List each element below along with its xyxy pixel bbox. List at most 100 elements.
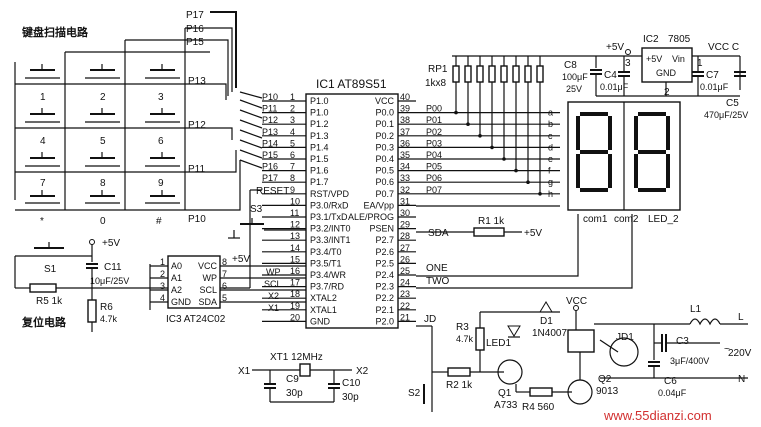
- ic1-pin-net: P13: [262, 127, 278, 137]
- c11-label: C11: [104, 262, 122, 273]
- col-label: P16: [186, 24, 204, 35]
- pin3-label: 3: [625, 58, 631, 69]
- r1-label: R1 1k: [478, 216, 505, 227]
- ic1-pin-name: P0.4: [375, 154, 394, 164]
- c6-value: 0.04μF: [658, 388, 687, 398]
- ic1-pin-net: P12: [262, 115, 278, 125]
- sda-net: SDA: [428, 228, 449, 239]
- ic2-pin-gnd: GND: [656, 68, 677, 78]
- ic1-pin-number: 4: [290, 127, 295, 137]
- digit-2: [634, 112, 670, 192]
- ac-section: L1 L C3 3μF/400V ~ 220V N C6 0.04μF: [600, 304, 752, 398]
- ic1-pin-number: 5: [290, 138, 295, 148]
- ic2-pin-plus5: +5V: [646, 54, 662, 64]
- com1-label: com1: [583, 214, 608, 225]
- ic1-pin-number: 29: [400, 220, 410, 230]
- ic3-pin-name: A1: [171, 273, 182, 283]
- ic1-pin-name: P2.7: [375, 235, 394, 245]
- vac-symbol: ~: [724, 344, 730, 355]
- ic3-pin-number: 3: [160, 281, 165, 291]
- key-label: 8: [100, 178, 106, 189]
- key-label: 2: [100, 92, 106, 103]
- key-4: 4: [25, 108, 60, 147]
- ic3-pin-number: 7: [222, 269, 227, 279]
- ic1-pin-name: P3.2/INT0: [310, 224, 351, 234]
- c9-label: C9: [286, 374, 299, 385]
- n-label: N: [738, 374, 745, 385]
- r4-label: R4 560: [522, 402, 555, 413]
- row-label: P13: [188, 76, 206, 87]
- ic3-pin-name: SCL: [199, 285, 217, 295]
- ic1-pin-name: P0.7: [375, 189, 394, 199]
- ic1-pin-name: P2.5: [375, 258, 394, 268]
- ic1-pin-name: P2.2: [375, 293, 394, 303]
- ic1-pin-name: P1.6: [310, 166, 329, 176]
- x1-label: X1: [238, 366, 251, 377]
- rp1-resistor: [524, 65, 532, 83]
- c11-value: 10μF/25V: [90, 276, 129, 286]
- ic3-pin-number: 4: [160, 293, 165, 303]
- ic1-pin-number: 39: [400, 104, 410, 114]
- ic1-pin-name: XTAL2: [310, 293, 337, 303]
- l1-label: L1: [690, 304, 702, 315]
- ic1-pin-name: P1.7: [310, 177, 329, 187]
- ic1-pin-name: VCC: [375, 96, 395, 106]
- c4-label: C4: [604, 70, 617, 81]
- keyboard-title: 键盘扫描电路: [21, 25, 89, 39]
- two-net: TWO: [426, 276, 450, 287]
- ic1-pin-number: 30: [400, 208, 410, 218]
- ic2-part: 7805: [668, 34, 691, 45]
- s3-switch: S3: [228, 204, 306, 239]
- ic1-pin-number: 31: [400, 196, 410, 206]
- c9-value: 30p: [286, 388, 303, 399]
- ic1-pin-net: P02: [426, 127, 442, 137]
- key-6: 6: [145, 108, 180, 147]
- ic1-pin-name: P1.2: [310, 119, 329, 129]
- col-label: P17: [186, 10, 204, 21]
- key-label: 6: [158, 136, 164, 147]
- ic1-pin-number: 17: [290, 278, 300, 288]
- c5-value: 470μF/25V: [704, 110, 748, 120]
- ic1-pin-net: P10: [262, 92, 278, 102]
- ic3-title: IC3 AT24C02: [166, 314, 226, 325]
- pin1-label: 1: [697, 58, 703, 69]
- pin2-label: 2: [664, 87, 670, 98]
- q2-label: Q2: [598, 374, 612, 385]
- ic1-pin-number: 14: [290, 243, 300, 253]
- ic1-title: IC1 AT89S51: [316, 77, 387, 91]
- key-label: 3: [158, 92, 164, 103]
- ic1-pin-name: P2.6: [375, 247, 394, 257]
- ic1-pin-number: 36: [400, 138, 410, 148]
- key-hash: #: [145, 190, 180, 227]
- ic3-pin-number: 5: [222, 293, 227, 303]
- ic1-pin-name: P0.3: [375, 142, 394, 152]
- net-x1: X1: [268, 303, 279, 313]
- ic1-pin-net: P06: [426, 173, 442, 183]
- c3-value: 3μF/400V: [670, 356, 709, 366]
- c7-value: 0.01μF: [700, 82, 729, 92]
- vcc5-reset: +5V: [102, 238, 120, 249]
- rp1-value: 1kx8: [425, 78, 447, 89]
- key-label: 1: [40, 92, 46, 103]
- power-supply: +5V 3 IC2 7805 +5V Vin GND 2 1 VCC C C8 …: [562, 34, 748, 120]
- rp1-resistor: [500, 65, 508, 83]
- x2-label: X2: [356, 366, 369, 377]
- key-label: 4: [40, 136, 46, 147]
- c3-label: C3: [676, 336, 689, 347]
- ic2-label: IC2: [643, 34, 659, 45]
- crystal-circuit: XT1 12MHz X1 X2 C9 30p C10 30p: [238, 352, 369, 403]
- ic1-pin-name: P0.5: [375, 166, 394, 176]
- ic1-pin-number: 9: [290, 185, 295, 195]
- ic1-pin-name: P3.0/RxD: [310, 200, 349, 210]
- vcc-label: VCC C: [708, 42, 739, 53]
- reset-title: 复位电路: [21, 315, 67, 329]
- ic1-pin-name: P1.4: [310, 142, 329, 152]
- key-7: 7: [25, 152, 60, 189]
- ic1-pin-name: P3.7/RD: [310, 282, 345, 292]
- ic1-pin-net: P05: [426, 162, 442, 172]
